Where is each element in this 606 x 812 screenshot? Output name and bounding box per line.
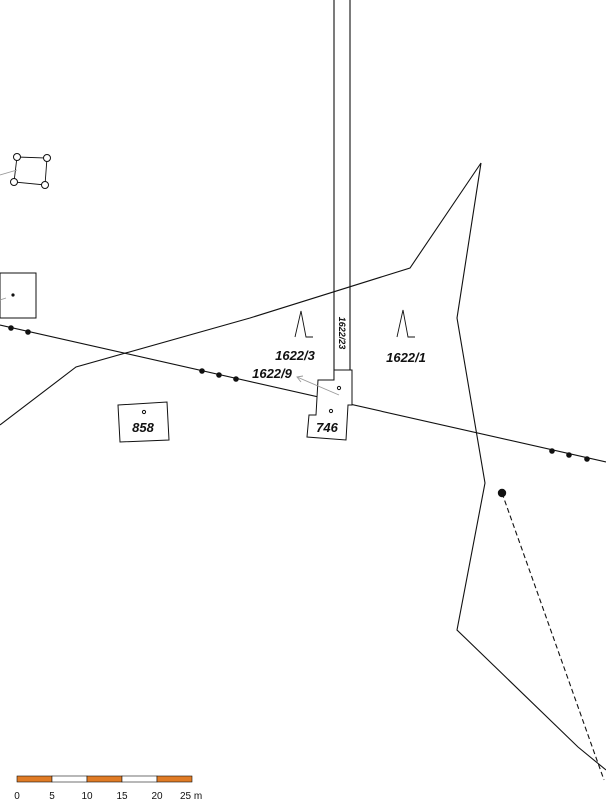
land-use-symbols xyxy=(294,309,415,338)
parcel-boundary-east xyxy=(456,162,606,771)
parcel-label-1622-23: 1622/23 xyxy=(337,317,347,350)
scale-tick-label: 25 m xyxy=(180,791,202,802)
parcel-boundary-diagonal xyxy=(0,162,482,426)
scale-tick-label: 20 xyxy=(151,791,163,802)
scale-tick-label: 5 xyxy=(49,791,55,802)
dashed-line xyxy=(501,492,605,781)
building-left-edge xyxy=(0,272,37,319)
scale-segment xyxy=(51,775,88,783)
road-strip-1622-23 xyxy=(333,0,351,380)
scale-segment xyxy=(121,775,158,783)
parcel-label-1622-1: 1622/1 xyxy=(386,350,426,365)
scale-segment xyxy=(16,775,53,783)
parcel-label-1622-9: 1622/9 xyxy=(252,366,293,381)
small-structure-top-left xyxy=(0,153,51,189)
building-858: 858 xyxy=(117,401,170,443)
parcel-label-1622-3: 1622/3 xyxy=(275,348,316,363)
arrow-1622-9 xyxy=(296,375,340,396)
scale-tick-label: 15 xyxy=(116,791,128,802)
building-label-858: 858 xyxy=(132,420,154,435)
scale-segment xyxy=(86,775,123,783)
scale-tick-label: 0 xyxy=(14,791,20,802)
scale-segment xyxy=(156,775,193,783)
scale-tick-label: 10 xyxy=(81,791,93,802)
survey-points xyxy=(8,325,590,498)
building-label-746: 746 xyxy=(316,420,338,435)
scale-bar: 0 5 10 15 20 25 m xyxy=(14,775,202,802)
building-746: 746 xyxy=(306,369,353,441)
survey-line xyxy=(0,324,606,463)
